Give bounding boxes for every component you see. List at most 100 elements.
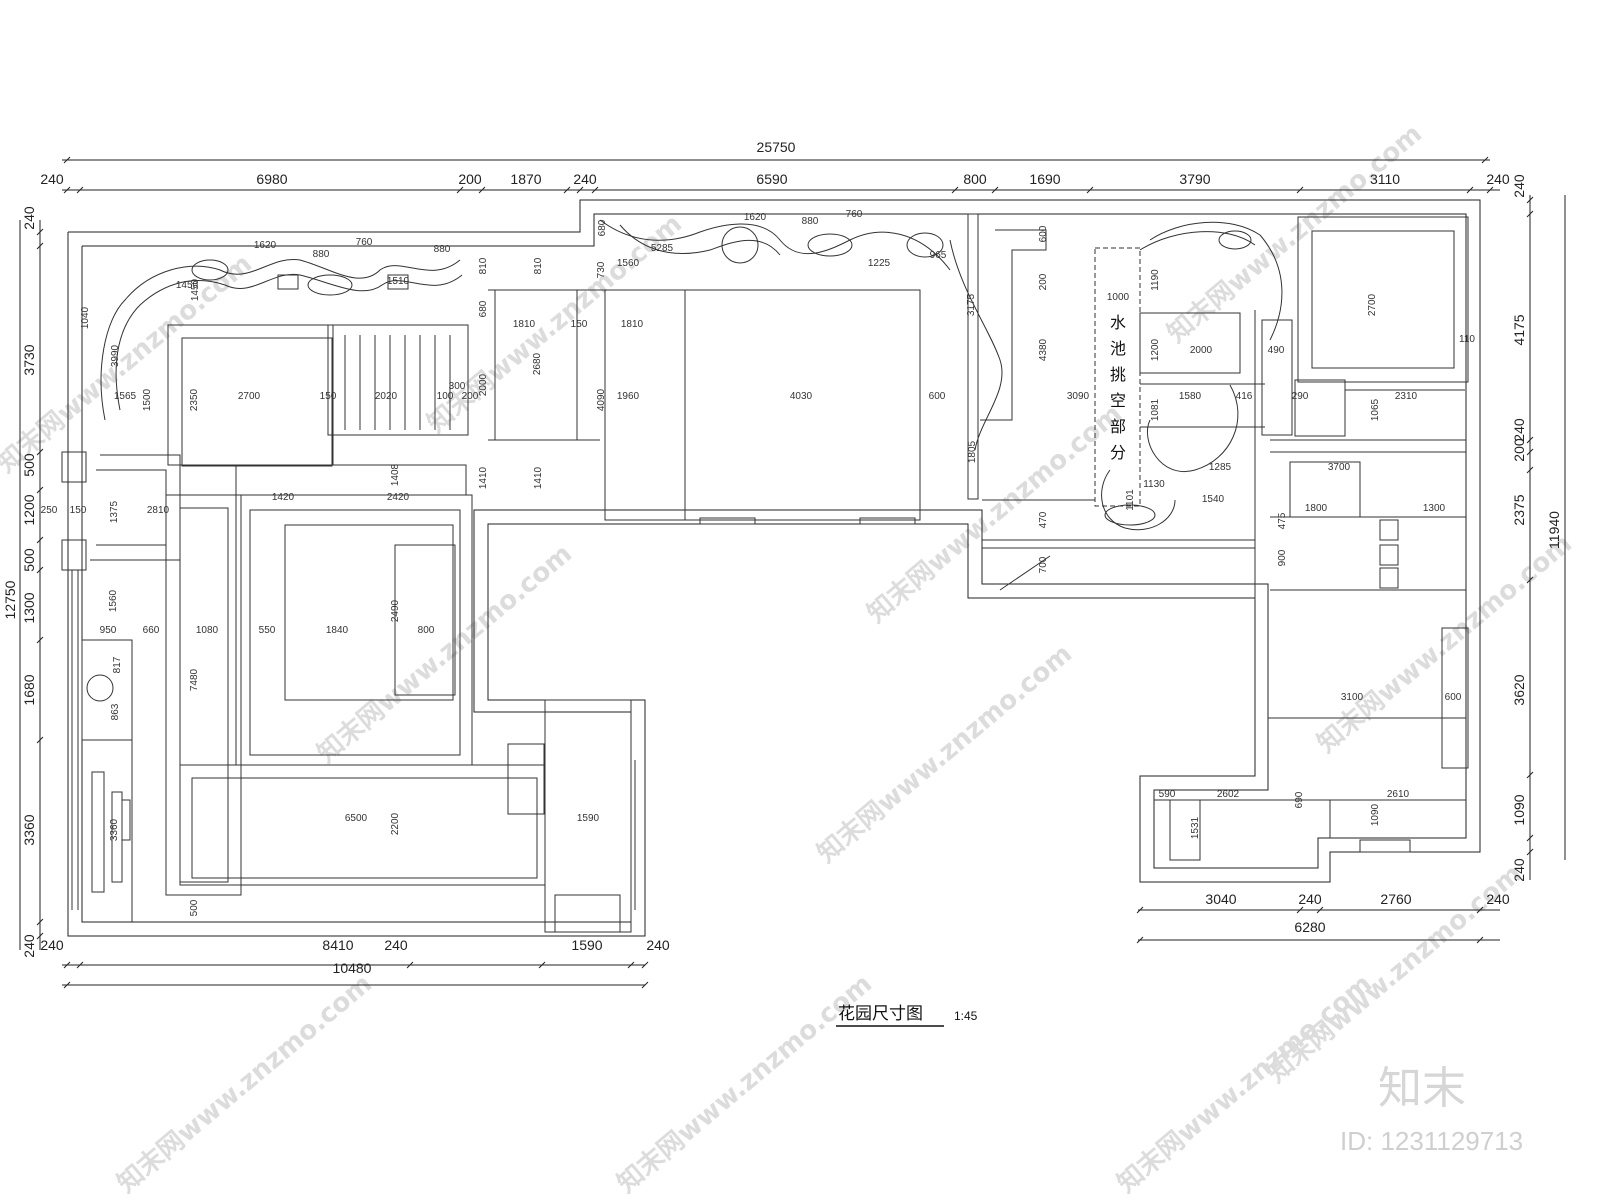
dimension-tick (64, 962, 70, 968)
dim-interior: 200 (462, 391, 479, 402)
dimension-tick (1297, 907, 1303, 913)
dim-left-segment: 240 (21, 206, 37, 230)
garden-curves (101, 220, 1282, 530)
dim-interior: 2350 (189, 388, 200, 411)
dim-interior: 290 (1292, 391, 1309, 402)
dim-top-segment: 6590 (756, 171, 787, 187)
dimension-tick (1137, 907, 1143, 913)
dim-interior: 600 (1445, 692, 1462, 703)
dim-interior: 4380 (1038, 338, 1049, 361)
dim-interior: 1080 (196, 625, 219, 636)
dim-interior: 490 (1268, 345, 1285, 356)
dim-top-segment: 800 (963, 171, 987, 187)
dim-right-segment: 4175 (1511, 314, 1527, 345)
dim-interior: 680 (597, 219, 608, 236)
dim-interior: 6500 (345, 813, 368, 824)
dimension-tick (37, 737, 43, 743)
dim-interior: 1620 (254, 240, 277, 251)
dim-interior: 800 (418, 625, 435, 636)
drawing-title: 花园尺寸图 (838, 1004, 923, 1024)
dim-bottom-left-segment: 240 (384, 937, 408, 953)
dim-interior: 2680 (532, 352, 543, 375)
dimension-tick (1477, 937, 1483, 943)
dim-interior: 2000 (1190, 345, 1213, 356)
dim-interior: 1531 (1190, 816, 1201, 839)
dimension-tick (1527, 211, 1533, 217)
dim-interior: 1420 (272, 492, 295, 503)
dim-interior: 5285 (651, 243, 674, 254)
outer-walls (68, 200, 1480, 936)
dim-interior: 416 (1236, 391, 1253, 402)
dim-interior: 600 (929, 391, 946, 402)
dim-interior: 1410 (533, 466, 544, 489)
dim-interior: 590 (1159, 789, 1176, 800)
dimension-tick (1297, 187, 1303, 193)
dim-interior: 1450 (176, 280, 199, 291)
dim-interior: 550 (259, 625, 276, 636)
dim-top-segment: 1870 (510, 171, 541, 187)
dim-interior: 4090 (596, 388, 607, 411)
dimension-tick (37, 449, 43, 455)
dim-interior: 880 (434, 244, 451, 255)
dim-right-total: 11940 (1546, 511, 1562, 549)
dim-left-segment: 1300 (21, 592, 37, 623)
dim-interior: 1810 (621, 319, 644, 330)
dim-right-segment: 1090 (1511, 794, 1527, 825)
dim-interior: 475 (1277, 512, 1288, 529)
dim-bottom-left-segment: 240 (40, 937, 64, 953)
pool-label-char: 池 (1110, 339, 1126, 358)
dimension-tick (628, 962, 634, 968)
dim-bottom-right-segment: 2760 (1380, 891, 1411, 907)
dim-top-overall: 25750 (757, 139, 796, 155)
dim-interior: 700 (1038, 556, 1049, 573)
dim-interior: 1620 (744, 212, 767, 223)
dim-interior: 2000 (478, 373, 489, 396)
dim-interior: 950 (100, 625, 117, 636)
dimension-tick (1087, 187, 1093, 193)
dimension-tick (564, 187, 570, 193)
watermark-text: 知末网www.znzmo.com (1162, 119, 1428, 349)
dim-interior: 1960 (617, 391, 640, 402)
dim-left-segment: 240 (21, 934, 37, 958)
dim-interior: 500 (189, 899, 200, 916)
dim-interior: 817 (112, 656, 123, 673)
dimension-tick (407, 962, 413, 968)
dim-left-segment: 1200 (21, 494, 37, 525)
dim-interior: 3360 (109, 818, 120, 841)
dim-interior: 2602 (1217, 789, 1240, 800)
dim-interior: 1590 (577, 813, 600, 824)
dim-interior: 250 (41, 505, 58, 516)
dim-interior: 1580 (1179, 391, 1202, 402)
dim-right-segment: 2375 (1511, 494, 1527, 525)
dim-interior: 2610 (1387, 789, 1410, 800)
dim-interior: 810 (533, 257, 544, 274)
interior-structure (62, 214, 1468, 932)
brand-logo: 知末 (1378, 1063, 1466, 1114)
dim-top-segment: 240 (1486, 171, 1510, 187)
dim-bottom-right-segment: 240 (1486, 891, 1510, 907)
dim-left-segment: 500 (21, 453, 37, 477)
dimension-tick (479, 187, 485, 193)
dimension-tick (1137, 937, 1143, 943)
dim-interior: 2700 (238, 391, 261, 402)
id-text: ID: 1231129713 (1340, 1126, 1523, 1156)
dim-interior: 1300 (1423, 503, 1446, 514)
dimension-tick (642, 982, 648, 988)
dim-interior: 1375 (109, 500, 120, 523)
dim-interior: 100 (437, 391, 454, 402)
dim-interior: 880 (313, 249, 330, 260)
dimension-tick (1487, 187, 1493, 193)
dimension-tick (1527, 449, 1533, 455)
dimension-tick (952, 187, 958, 193)
dim-interior: 660 (143, 625, 160, 636)
dim-interior: 2700 (1367, 293, 1378, 316)
watermark-text: 知末网www.znzmo.com (862, 399, 1128, 629)
dim-right-segment: 240 (1511, 174, 1527, 198)
dimension-tick (64, 157, 70, 163)
dim-interior: 3090 (1067, 391, 1090, 402)
dimension-tick (37, 243, 43, 249)
dimension-tick (592, 187, 598, 193)
